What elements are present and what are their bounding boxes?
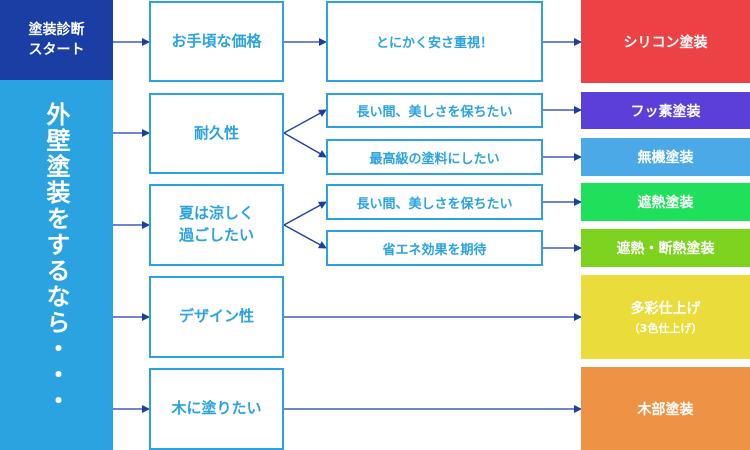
result-multicolor-sub: （3色仕上げ） xyxy=(628,322,703,335)
question-durability-label: 耐久性 xyxy=(193,123,239,142)
result-heat-insulation-label: 遮熱・断熱塗装 xyxy=(616,241,715,257)
branch-durability-upper xyxy=(283,109,327,134)
sub-long-beauty-1: 長い間、美しさを保ちたい xyxy=(326,93,543,128)
question-price: お手頃な価格 xyxy=(149,1,284,82)
result-wood: 木部塗装 xyxy=(581,367,750,450)
sub-energy-saving: 省エネ効果を期待 xyxy=(326,230,543,266)
question-design-label: デザイン性 xyxy=(178,307,254,326)
branch-cool-lower xyxy=(283,224,327,249)
result-fluorine: フッ素塗装 xyxy=(581,92,750,129)
result-multicolor: 多彩仕上げ （3色仕上げ） xyxy=(581,275,750,359)
question-design: デザイン性 xyxy=(149,276,284,358)
side-label: 外壁塗装をするなら・・・ xyxy=(0,80,113,450)
branch-durability-lower xyxy=(283,132,327,158)
question-cool-line1: 夏は涼しく xyxy=(178,204,254,223)
result-silicon-label: シリコン塗装 xyxy=(623,34,708,51)
sub-cheap: とにかく安さ重視！ xyxy=(326,1,543,82)
question-wood-label: 木に塗りたい xyxy=(171,399,262,418)
question-wood: 木に塗りたい xyxy=(149,368,284,450)
branch-cool-upper xyxy=(283,201,327,226)
sub-long-beauty-2: 長い間、美しさを保ちたい xyxy=(326,184,543,220)
result-heat-shield-label: 遮熱塗装 xyxy=(637,195,694,211)
result-fluorine-label: フッ素塗装 xyxy=(630,103,701,120)
question-cool-summer: 夏は涼しく 過ごしたい xyxy=(149,184,284,266)
start-line2: スタート xyxy=(28,42,85,58)
question-cool-line2: 過ごしたい xyxy=(178,226,254,244)
result-wood-label: 木部塗装 xyxy=(637,401,694,418)
start-line1: 塗装診断 xyxy=(28,21,85,38)
sub-premium: 最高級の塗料にしたい xyxy=(326,139,543,175)
sub-cheap-label: とにかく安さ重視！ xyxy=(375,36,493,51)
question-price-label: お手頃な価格 xyxy=(171,31,262,50)
result-silicon: シリコン塗装 xyxy=(581,0,750,83)
sub-long-beauty-2-label: 長い間、美しさを保ちたい xyxy=(356,196,513,212)
result-inorganic-label: 無機塗装 xyxy=(637,150,694,166)
result-inorganic: 無機塗装 xyxy=(581,138,750,176)
result-multicolor-label: 多彩仕上げ xyxy=(630,301,701,317)
start-block: 塗装診断 スタート xyxy=(0,0,113,80)
question-durability: 耐久性 xyxy=(149,93,284,174)
result-heat-shield: 遮熱塗装 xyxy=(581,183,750,221)
result-heat-insulation: 遮熱・断熱塗装 xyxy=(581,229,750,267)
sub-premium-label: 最高級の塗料にしたい xyxy=(369,151,500,167)
sub-energy-saving-label: 省エネ効果を期待 xyxy=(382,242,487,258)
sub-long-beauty-1-label: 長い間、美しさを保ちたい xyxy=(356,105,513,120)
